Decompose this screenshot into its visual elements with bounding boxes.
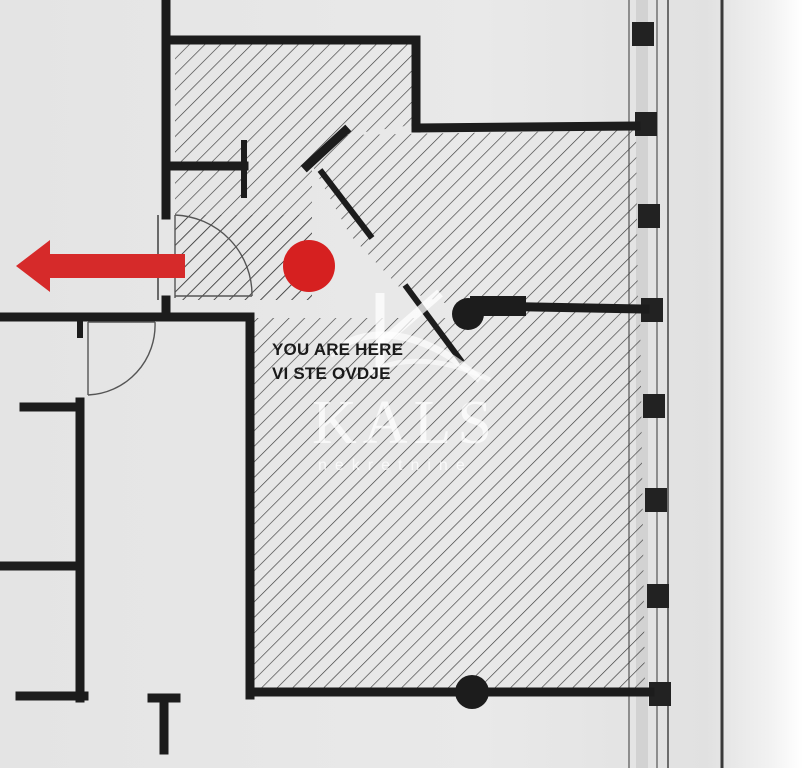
door-leaf bbox=[402, 283, 465, 364]
you-are-here-label: YOU ARE HERE bbox=[272, 340, 404, 359]
column bbox=[452, 298, 484, 330]
you-are-here-marker-icon bbox=[283, 240, 335, 292]
exit-arrow-icon bbox=[16, 240, 185, 292]
wall-pier bbox=[470, 296, 526, 316]
walls bbox=[0, 0, 655, 755]
you-are-here-label-local: VI STE OVDJE bbox=[272, 364, 391, 383]
hatched-room-main bbox=[250, 310, 645, 690]
kals-logo-icon bbox=[327, 289, 492, 383]
window-mullions bbox=[632, 22, 671, 706]
watermark-tagline: nekretnine bbox=[318, 457, 473, 474]
column bbox=[455, 675, 489, 709]
hatched-room-upper-right bbox=[312, 130, 638, 310]
door-swings bbox=[87, 214, 253, 396]
watermark-brand: KALS bbox=[312, 389, 498, 457]
door-leaf bbox=[317, 168, 375, 240]
